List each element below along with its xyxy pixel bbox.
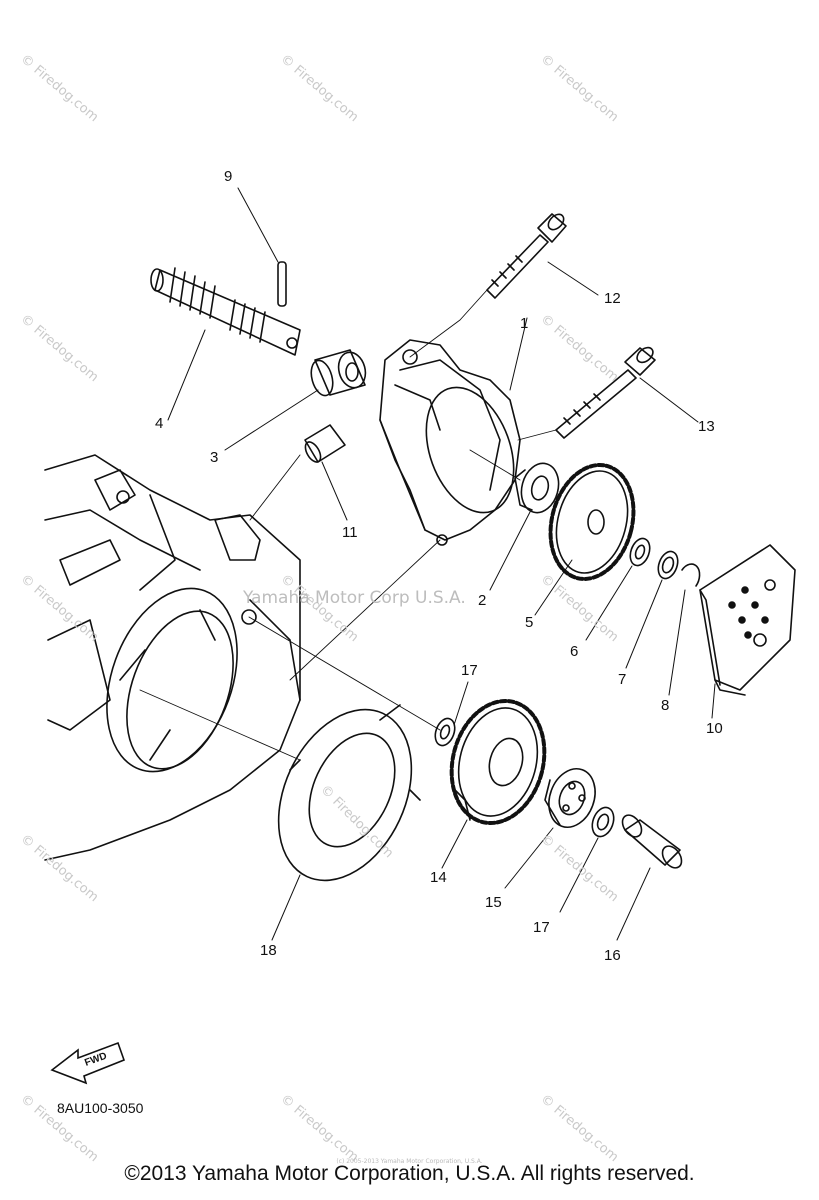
part-9-pin	[277, 261, 287, 307]
callout-17: 17	[533, 919, 550, 936]
part-5-gear	[548, 463, 636, 581]
callout-labels: 9 12 1 13 4 3 11 2 5 6 7 8 10 17 14 15 17 16 18	[155, 168, 723, 964]
part-6-washer	[629, 537, 651, 567]
part-10-plate	[699, 544, 796, 696]
watermarks: © Firedog.com © Firedog.com © Firedog.com ©…	[17, 52, 621, 1166]
center-watermark: Yamaha Motor Corp U.S.A.	[242, 588, 466, 608]
copyright-footer: ©2013 Yamaha Motor Corporation, U.S.A. A…	[124, 1162, 695, 1185]
callout-12: 12	[604, 290, 621, 307]
firedog-watermark: © Firedog.com	[537, 312, 621, 386]
firedog-watermark: © Firedog.com	[537, 832, 621, 906]
callout-14: 14	[430, 869, 447, 886]
fwd-arrow-icon: FWD	[50, 1041, 126, 1085]
part-1-housing	[379, 339, 521, 546]
firedog-watermark: © Firedog.com	[537, 1092, 621, 1166]
callout-10: 10	[706, 720, 723, 737]
firedog-watermark: © Firedog.com	[537, 52, 621, 126]
callout-8: 8	[661, 697, 669, 714]
callout-1: 1	[520, 315, 528, 332]
part-16-collar	[621, 814, 683, 869]
callout-15: 15	[485, 894, 502, 911]
part-2-bearing	[514, 462, 560, 514]
callout-11: 11	[342, 524, 358, 541]
firedog-watermark: © Firedog.com	[277, 52, 361, 126]
part-17-washer-upper	[434, 717, 456, 747]
callout-9: 9	[224, 168, 232, 185]
callout-7: 7	[618, 671, 626, 688]
callout-2: 2	[478, 592, 486, 609]
firedog-watermark: © Firedog.com	[537, 572, 621, 646]
callout-16: 16	[604, 947, 621, 964]
part-4-shaft	[150, 267, 301, 356]
assembly-lines	[139, 289, 557, 761]
callout-13: 13	[698, 418, 715, 435]
firedog-watermark: © Firedog.com	[277, 572, 361, 646]
callout-6: 6	[570, 643, 578, 660]
part-15-bearing	[544, 768, 596, 828]
leader-lines	[167, 187, 716, 941]
callout-18: 18	[260, 942, 277, 959]
diagram-code: 8AU100-3050	[57, 1100, 144, 1116]
callout-3: 3	[210, 449, 218, 466]
part-3-bushing	[310, 349, 367, 397]
part-13-bolt	[555, 346, 656, 439]
part-8-circlip	[681, 563, 701, 587]
fine-print: (c) 2005-2013 Yamaha Motor Corporation, …	[336, 1158, 483, 1165]
part-7-washer	[657, 550, 679, 580]
part-11-dowel	[304, 424, 346, 463]
callout-17: 17	[461, 662, 478, 679]
firedog-watermark: © Firedog.com	[17, 312, 101, 386]
part-18-seal	[277, 704, 421, 882]
firedog-watermark: © Firedog.com	[17, 52, 101, 126]
crankcase	[44, 454, 301, 861]
callout-4: 4	[155, 415, 163, 432]
fwd-label: FWD	[83, 1051, 108, 1069]
part-watermark: © Firedog.com	[317, 782, 396, 861]
callout-5: 5	[525, 614, 533, 631]
part-17-washer-lower	[591, 806, 615, 838]
firedog-watermark: © Firedog.com	[277, 1092, 361, 1166]
firedog-watermark: © Firedog.com	[17, 832, 101, 906]
part-12-bolt	[486, 213, 567, 299]
part-14-gear	[449, 698, 547, 826]
